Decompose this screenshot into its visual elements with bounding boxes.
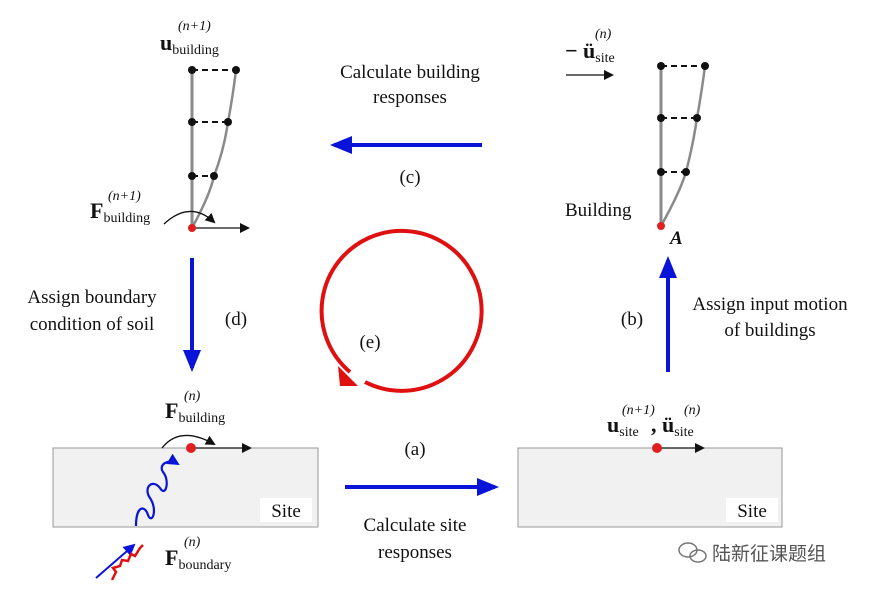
step-b-tag: (b): [621, 309, 643, 330]
site-right-label: Site: [737, 501, 767, 522]
loop-arrowhead: [338, 366, 358, 386]
step-d-line2: condition of soil: [30, 314, 155, 335]
building-label: Building: [565, 200, 632, 221]
f-building-label: Fbuilding(n): [165, 389, 225, 426]
u-site-label: usite(n+1): [607, 403, 655, 440]
loop-step-e: [319, 228, 484, 393]
site-left: Site: [52, 434, 319, 528]
u-building-label: ubuilding(n+1): [160, 19, 219, 58]
step-e-tag: (e): [359, 332, 380, 353]
step-b-line1: Assign input motion: [692, 294, 848, 315]
building-deformed-right: [657, 62, 709, 230]
building-deformed-left: [163, 66, 250, 233]
base-point: [188, 224, 196, 232]
step-b-line2: of buildings: [724, 320, 815, 341]
f-boundary-label: Fboundary(n): [165, 535, 231, 573]
step-a-line1: Calculate site: [364, 515, 467, 536]
step-a-tag: (a): [404, 439, 425, 460]
acc-site-label: , üsite(n): [651, 403, 701, 440]
site-right: Site: [517, 443, 783, 528]
boundary-record: [110, 544, 144, 581]
step-d-line1: Assign boundary: [27, 287, 157, 308]
point-a-label: A: [669, 228, 683, 249]
step-c-line2: responses: [373, 87, 447, 108]
wave-path: [134, 453, 180, 527]
f-building-next-label: Fbuilding(n+1): [90, 189, 150, 226]
step-c-line1: Calculate building: [340, 62, 480, 83]
wechat-icon: [678, 542, 707, 563]
watermark-text: 陆新征课题组: [712, 543, 826, 565]
site-left-label: Site: [271, 501, 301, 522]
boundary-arrow: [95, 543, 136, 579]
step-d-tag: (d): [225, 309, 247, 330]
minus-acc-site-label: − üsite(n): [565, 27, 615, 66]
step-c-tag: (c): [399, 167, 420, 188]
step-a-line2: responses: [378, 542, 452, 563]
